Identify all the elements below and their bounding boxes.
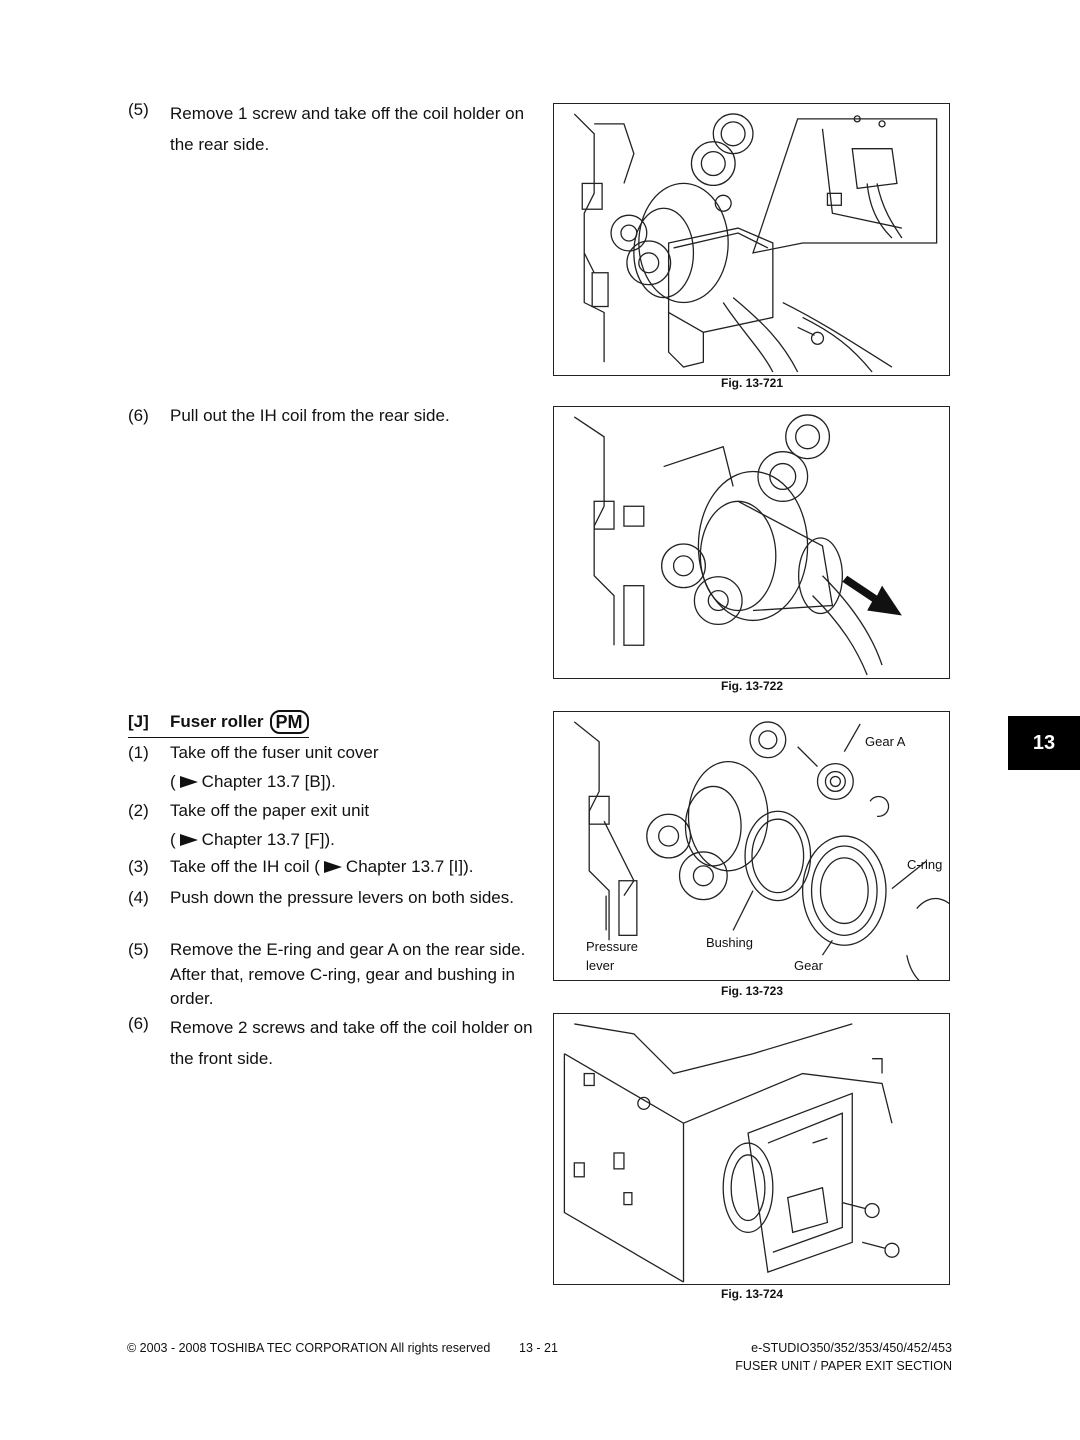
step-j1: (1) Take off the fuser unit cover ( Chapt… (128, 738, 548, 796)
footer-copyright: © 2003 - 2008 TOSHIBA TEC CORPORATION Al… (127, 1341, 491, 1355)
section-title: Fuser roller (170, 712, 264, 731)
label-lever: lever (586, 958, 615, 973)
step-j2: (2) Take off the paper exit unit ( Chapte… (128, 796, 548, 854)
step-j6: (6) Remove 2 screws and take off the coi… (128, 1012, 548, 1078)
step-6-pull-out-coil: (6) Pull out the IH coil from the rear s… (128, 404, 548, 434)
step-number: (6) (128, 1014, 149, 1033)
figure-13-724 (553, 1013, 950, 1285)
figure-caption: Fig. 13-723 (720, 984, 784, 998)
step-number: (2) (128, 801, 149, 820)
step-line: Take off the IH coil ( (170, 857, 320, 876)
chapter-tab[interactable]: 13 (1008, 716, 1080, 770)
figure-13-721 (553, 103, 950, 376)
step-j3: (3) Take off the IH coil ( Chapter 13.7 [… (128, 855, 548, 883)
coil-holder-front-illustration (563, 1023, 900, 1283)
label-c-ring: C-ring (907, 857, 943, 872)
step-text: Pull out the IH coil from the rear side. (170, 406, 450, 425)
ref-open: ( (170, 830, 176, 850)
coil-holder-rear-illustration (573, 113, 938, 373)
step-text: Remove 2 screws and take off the coil ho… (170, 1018, 533, 1069)
label-bushing: Bushing (706, 935, 753, 950)
figure-caption: Fig. 13-724 (720, 1287, 784, 1301)
chapter-ref-link[interactable]: Chapter 13.7 [B]). (201, 772, 336, 792)
figure-caption: Fig. 13-721 (720, 376, 784, 390)
figure-caption: Fig. 13-722 (720, 679, 784, 693)
step-j5: (5) Remove the E-ring and gear A on the … (128, 938, 548, 1010)
section-heading-fuser-roller: [J] Fuser roller PM (128, 710, 309, 738)
chapter-arrow-icon (179, 775, 198, 788)
step-text: Remove the E-ring and gear A on the rear… (170, 940, 526, 1009)
step-number: (3) (128, 857, 149, 876)
fuser-roller-gear-illustration (573, 721, 949, 980)
step-text: Take off the IH coil ( Chapter 13.7 [I]). (170, 855, 540, 880)
step-text: Take off the fuser unit cover ( Chapter 1… (170, 738, 540, 796)
step-line: Take off the paper exit unit (170, 801, 370, 820)
pm-badge-icon: PM (269, 710, 309, 734)
chapter-ref-link[interactable]: Chapter 13.7 [I]). (345, 857, 474, 876)
label-gear: Gear (794, 958, 823, 973)
figure-13-722 (553, 406, 950, 679)
step-number: (4) (128, 888, 149, 907)
ih-coil-pull-out-illustration (573, 414, 902, 676)
label-pressure: Pressure (586, 939, 639, 954)
step-text: Push down the pressure levers on both si… (170, 888, 514, 907)
step-number: (5) (128, 100, 149, 119)
chapter-arrow-icon (323, 860, 342, 873)
footer-model: e-STUDIO350/352/353/450/452/453 (751, 1341, 952, 1355)
figure-13-723: Gear A C-ring Pressure lever Bushing Gea… (553, 711, 950, 981)
chapter-arrow-icon (179, 833, 198, 846)
step-j4: (4) Push down the pressure levers on bot… (128, 884, 548, 940)
step-5-rear-coil-holder: (5) Remove 1 screw and take off the coil… (128, 98, 548, 168)
step-number: (5) (128, 940, 149, 959)
footer-page-number: 13 - 21 (519, 1341, 558, 1355)
step-number: (6) (128, 406, 149, 425)
chapter-ref-link[interactable]: Chapter 13.7 [F]). (201, 830, 335, 850)
step-number: (1) (128, 743, 149, 762)
step-line: Take off the fuser unit cover (170, 743, 379, 762)
step-text: Take off the paper exit unit ( Chapter 13… (170, 796, 540, 854)
footer-section: FUSER UNIT / PAPER EXIT SECTION (735, 1359, 952, 1373)
label-gear-a: Gear A (865, 734, 906, 749)
ref-open: ( (170, 772, 176, 792)
section-letter: [J] (128, 712, 149, 731)
step-text: Remove 1 screw and take off the coil hol… (170, 104, 525, 155)
